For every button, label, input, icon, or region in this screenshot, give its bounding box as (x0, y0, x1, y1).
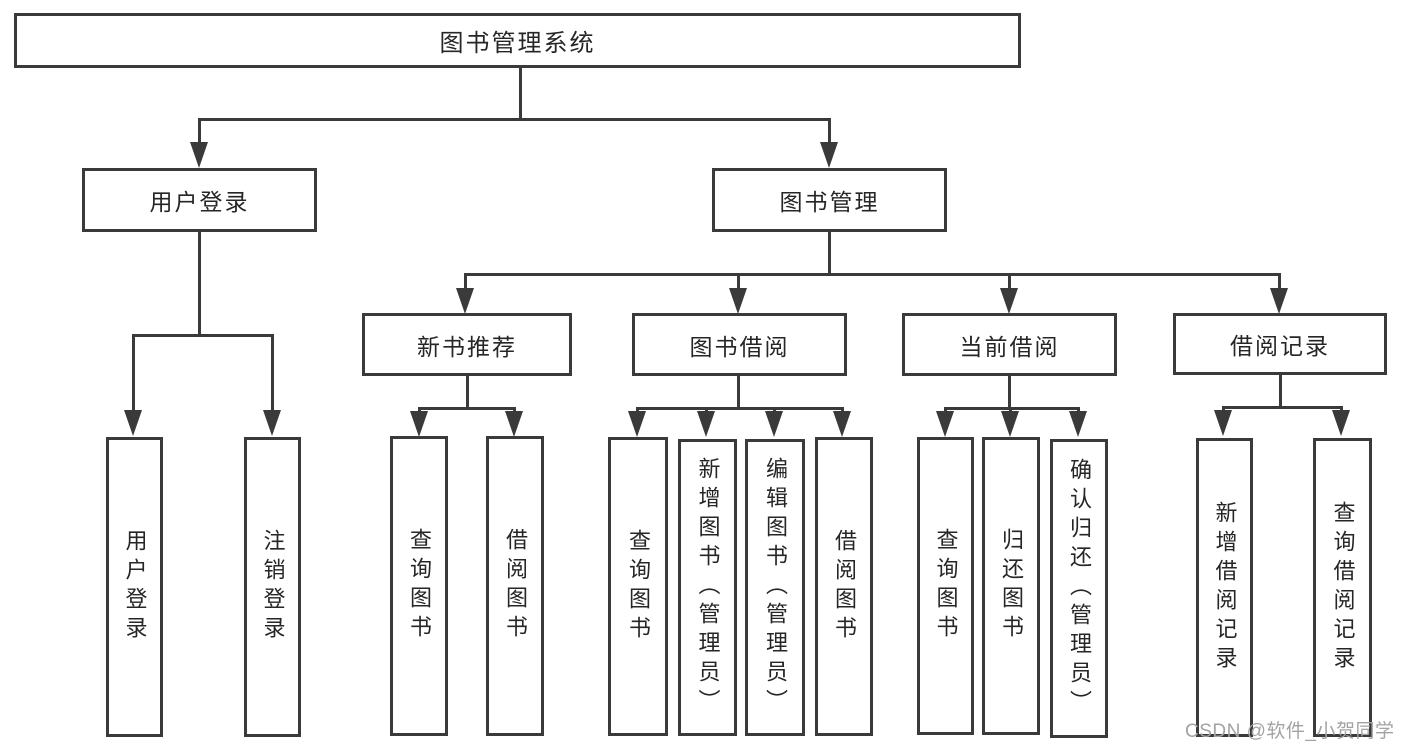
leaf-borrow-books-recommend: 借阅图书 (486, 436, 544, 736)
connector-line (1008, 376, 1011, 407)
arrow-down-icon (190, 142, 208, 168)
connector-line (464, 273, 467, 289)
node-borrowing-records: 借阅记录 (1173, 313, 1387, 375)
leaf-label: 注销登录 (260, 529, 286, 645)
connector-line (1077, 407, 1080, 413)
connector-line (636, 407, 639, 413)
leaf-label: 编辑图书（管理员） (763, 457, 788, 718)
connector-line (705, 407, 708, 413)
node-label: 图书管理系统 (439, 30, 596, 57)
leaf-label: 借阅图书 (832, 528, 857, 645)
leaf-label: 查询借阅记录 (1330, 500, 1356, 675)
connector-line (132, 334, 135, 410)
leaf-return-books: 归还图书 (982, 437, 1040, 735)
leaf-logout: 注销登录 (244, 437, 301, 737)
node-label: 用户登录 (149, 189, 250, 215)
connector-line (418, 407, 516, 410)
leaf-borrow-books-borrowing: 借阅图书 (815, 437, 873, 736)
arrow-down-icon (697, 411, 715, 437)
connector-line (466, 376, 469, 407)
leaf-label: 用户登录 (122, 529, 148, 645)
leaf-label: 确认归还（管理员） (1067, 458, 1092, 719)
leaf-user-login: 用户登录 (106, 437, 163, 737)
node-label: 借阅记录 (1230, 333, 1330, 359)
arrow-down-icon (410, 411, 428, 437)
connector-line (418, 407, 421, 413)
leaf-add-borrow-record: 新增借阅记录 (1196, 438, 1253, 737)
connector-line (737, 273, 740, 289)
arrow-down-icon (505, 411, 523, 437)
leaf-label: 新增借阅记录 (1212, 500, 1238, 675)
leaf-query-books-current: 查询图书 (917, 437, 974, 735)
arrow-down-icon (1000, 288, 1018, 314)
leaf-label: 新增图书（管理员） (695, 457, 721, 718)
connector-line (198, 118, 201, 150)
connector-line (519, 68, 522, 118)
leaf-label: 查询图书 (407, 528, 432, 644)
node-new-book-recommendation: 新书推荐 (362, 313, 572, 376)
leaf-query-books-recommend: 查询图书 (390, 436, 448, 736)
leaf-label: 查询图书 (626, 528, 651, 645)
leaf-query-borrow-record: 查询借阅记录 (1313, 438, 1372, 737)
arrow-down-icon (1214, 410, 1232, 436)
connector-line (636, 407, 844, 410)
connector-line (198, 232, 201, 336)
node-label: 图书管理 (779, 189, 880, 215)
connector-line (1340, 406, 1343, 412)
node-label: 当前借阅 (959, 333, 1060, 360)
arrow-down-icon (833, 411, 851, 437)
arrow-down-icon (729, 288, 747, 314)
connector-line (944, 407, 1080, 410)
arrow-down-icon (456, 288, 474, 314)
node-user-login: 用户登录 (82, 168, 317, 232)
node-book-management: 图书管理 (712, 168, 947, 232)
leaf-confirm-return-admin: 确认归还（管理员） (1050, 439, 1108, 738)
leaf-label: 借阅图书 (503, 528, 528, 644)
arrow-down-icon (1270, 288, 1288, 314)
connector-line (271, 334, 274, 410)
arrow-down-icon (1001, 411, 1019, 437)
connector-line (132, 334, 274, 337)
connector-line (737, 376, 740, 407)
watermark: CSDN @软件_小贺同学 (1185, 721, 1395, 742)
connector-line (1222, 406, 1225, 412)
connector-line (1008, 273, 1011, 289)
arrow-down-icon (820, 142, 838, 168)
connector-line (1279, 375, 1282, 406)
leaf-add-book-admin: 新增图书（管理员） (678, 439, 737, 736)
connector-line (773, 407, 776, 413)
leaf-label: 归还图书 (999, 528, 1024, 644)
node-current-borrowing: 当前借阅 (902, 313, 1117, 376)
node-label: 新书推荐 (417, 333, 517, 360)
connector-line (513, 407, 516, 413)
arrow-down-icon (628, 411, 646, 437)
leaf-edit-book-admin: 编辑图书（管理员） (745, 439, 805, 736)
connector-line (198, 118, 831, 121)
arrow-down-icon (124, 410, 142, 436)
node-book-borrowing: 图书借阅 (632, 313, 847, 376)
arrow-down-icon (936, 411, 954, 437)
connector-line (828, 118, 831, 150)
connector-line (828, 232, 831, 273)
connector-line (1222, 406, 1343, 409)
connector-line (1278, 273, 1281, 289)
node-library-system: 图书管理系统 (14, 13, 1021, 68)
connector-line (1009, 407, 1012, 413)
arrow-down-icon (1069, 411, 1087, 437)
connector-line (841, 407, 844, 413)
arrow-down-icon (1332, 410, 1350, 436)
leaf-label: 查询图书 (933, 528, 959, 644)
node-label: 图书借阅 (689, 333, 790, 360)
connector-line (464, 273, 1281, 276)
leaf-query-books-borrowing: 查询图书 (608, 437, 668, 736)
connector-line (944, 407, 947, 413)
arrow-down-icon (263, 410, 281, 436)
arrow-down-icon (765, 411, 783, 437)
